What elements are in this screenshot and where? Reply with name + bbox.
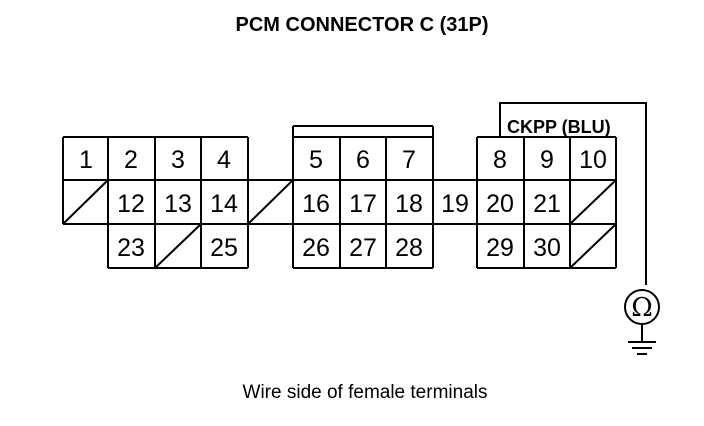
connector-block-right [476, 136, 617, 269]
pin-number: 16 [302, 190, 330, 218]
ohm-symbol: Ω [631, 293, 653, 323]
pin-number: 18 [395, 190, 423, 218]
pin-number: 26 [302, 234, 330, 262]
pin-number: 13 [164, 190, 192, 218]
pin-number: 30 [533, 234, 561, 262]
pin-number: 27 [349, 234, 377, 262]
pin-number: 1 [79, 146, 93, 174]
wire-label: CKPP (BLU) [507, 117, 611, 137]
pin-number: 21 [533, 190, 561, 218]
empty-cavity-slash [247, 179, 294, 225]
diagram-title: PCM CONNECTOR C (31P) [236, 14, 489, 36]
empty-cavity-slash [569, 223, 617, 269]
pin-number: 3 [171, 146, 185, 174]
connector-link-right [433, 179, 477, 225]
connector-block-middle [292, 125, 434, 269]
pin-number: 12 [117, 190, 145, 218]
pin-number: 4 [217, 146, 231, 174]
pin-number: 2 [124, 146, 138, 174]
pin-number: 25 [210, 234, 238, 262]
ohmmeter-icon: Ω [624, 289, 660, 325]
pin-number: 17 [349, 190, 377, 218]
test-wire [499, 102, 647, 285]
pin-number: 23 [117, 234, 145, 262]
empty-cavity-slash [62, 179, 109, 225]
diagram-caption: Wire side of female terminals [243, 382, 488, 403]
pin-number: 19 [441, 190, 469, 218]
pin-number: 6 [356, 146, 370, 174]
pin-number: 9 [540, 146, 554, 174]
pin-number: 29 [486, 234, 514, 262]
connector-link-left [247, 179, 294, 225]
pin-number: 28 [395, 234, 423, 262]
pin-number: 7 [402, 146, 416, 174]
ground-icon [628, 324, 656, 355]
pin-number: 8 [493, 146, 507, 174]
pin-number: 14 [210, 190, 238, 218]
empty-cavity-slash [154, 223, 202, 269]
empty-cavity-slash [569, 179, 617, 225]
pin-number: 20 [486, 190, 514, 218]
connector-block-left [62, 136, 249, 269]
pin-number: 10 [579, 146, 607, 174]
pin-number: 5 [309, 146, 323, 174]
